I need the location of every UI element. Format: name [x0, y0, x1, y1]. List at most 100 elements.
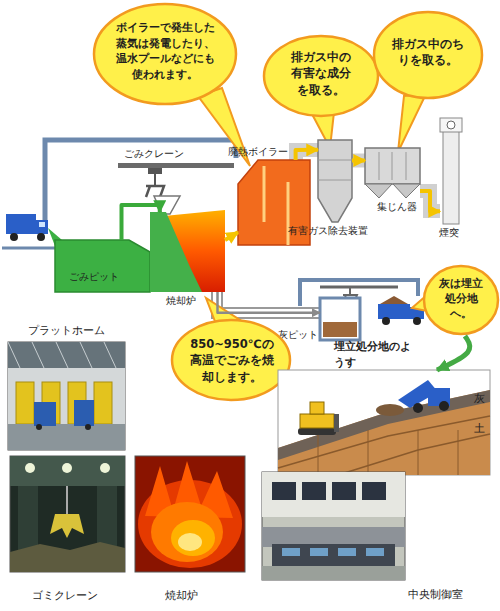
- platform-floor: [2, 247, 55, 250]
- garbage-pit: ごみピット: [55, 240, 150, 292]
- ash-heap: [323, 322, 357, 337]
- photo-caption: 中央制御室: [408, 587, 498, 603]
- roof-truss: [8, 342, 20, 368]
- boiler-baffle: [263, 166, 266, 222]
- photo-bg: [135, 456, 245, 572]
- callout-text: 排ガス中のちりを取る。: [389, 36, 467, 69]
- ash-crane-rail: [320, 286, 398, 289]
- roof-truss: [32, 342, 44, 368]
- pit-garbage: [55, 240, 150, 292]
- ash-conveyor: [217, 292, 320, 313]
- landfill-ground: [278, 390, 490, 475]
- flow-arrow: [218, 292, 321, 313]
- photo-caption: ゴミクレーン: [32, 588, 122, 604]
- console: [272, 544, 395, 566]
- part-label: 灰: [474, 392, 485, 405]
- callout-ellipse: [264, 36, 378, 116]
- flame: [178, 533, 202, 551]
- furnace-photo: 焼却炉: [135, 456, 245, 572]
- console-screen: [338, 548, 356, 556]
- truck-wheel: [10, 233, 18, 241]
- collector-hopper: [365, 184, 392, 198]
- ash-truck-wheel: [382, 317, 390, 325]
- ceiling-light: [100, 463, 110, 473]
- callout-text: 850~950℃の高温でごみを焼却します。: [187, 336, 277, 385]
- platform-photo-shape: [8, 342, 125, 450]
- roof-truss: [104, 342, 116, 368]
- furnace-garbage: [150, 212, 202, 292]
- crane-rail: [118, 163, 234, 168]
- crane-photo: ゴミクレーン: [10, 456, 125, 572]
- bulldozer-cab: [310, 402, 324, 414]
- bulldozer-track: [298, 428, 336, 435]
- brick-line: [418, 430, 419, 475]
- flow-arrow: [296, 150, 318, 160]
- flow-arrow: [352, 159, 365, 163]
- crane-claw: [50, 514, 84, 538]
- ash-truck-wheel: [413, 317, 421, 325]
- truck-window: [39, 222, 45, 227]
- console-screen: [310, 548, 328, 556]
- equipment-label: 煙突: [439, 226, 469, 239]
- equipment-label: 廃熱ボイラー: [228, 145, 308, 158]
- garbage-heap: [10, 542, 125, 572]
- photo-bg: [262, 472, 405, 580]
- chimney-shape: [440, 118, 462, 224]
- roof: [8, 342, 125, 368]
- dust-collector: 集じん器: [365, 148, 420, 198]
- truck: [74, 400, 94, 426]
- dust-collector-shape: [365, 148, 420, 198]
- section-heading: 埋立処分地のようす: [334, 339, 414, 370]
- monitor: [272, 482, 296, 500]
- brick-line: [318, 430, 319, 475]
- ash-truck-body: [378, 304, 410, 319]
- callout-bubble: 排ガス中の有害な成分を取る。: [262, 34, 380, 118]
- equipment-label: 焼却炉: [166, 294, 216, 308]
- flame: [151, 502, 223, 562]
- dump-truck-wheel: [413, 403, 423, 413]
- callout-text: 排ガス中の有害な成分を取る。: [287, 49, 355, 98]
- photo-caption: プラットホーム: [28, 323, 128, 339]
- control-room-photo-shape: [262, 472, 405, 580]
- garbage-pit-shape: [55, 240, 150, 292]
- callout-ellipse: [374, 12, 482, 98]
- flame: [171, 520, 215, 556]
- part-label: 土: [474, 422, 485, 435]
- monitor: [332, 482, 356, 500]
- flue-duct: [420, 191, 440, 211]
- callout-text: 灰は埋立処分地へ。: [437, 276, 485, 321]
- brick-line: [458, 430, 459, 475]
- crane-cable: [154, 174, 156, 186]
- collector-hopper: [393, 184, 420, 198]
- dump-truck-wheel: [439, 401, 449, 411]
- monitor: [302, 482, 326, 500]
- crane-cable: [66, 486, 68, 514]
- wall: [262, 472, 405, 517]
- control-room-photo: 中央制御室: [262, 472, 405, 580]
- wheel: [36, 424, 42, 430]
- callout-tail: [398, 94, 426, 152]
- bulldozer-body: [300, 414, 334, 428]
- chimney-shaft: [443, 128, 459, 224]
- collector-body: [365, 148, 420, 184]
- callout-bubble: 850~950℃の高温でごみを焼却します。: [170, 318, 292, 402]
- landfill-illustration-shape: [278, 370, 490, 475]
- incinerator: 焼却炉: [150, 212, 225, 292]
- flow-arrow: [420, 191, 440, 211]
- filter-line: [406, 152, 407, 180]
- truck-cab: [36, 220, 48, 234]
- hopper: [154, 196, 180, 214]
- monitor: [362, 482, 386, 500]
- part-label: ごみクレーン: [124, 148, 184, 159]
- wheel: [85, 424, 91, 430]
- filter-line: [379, 152, 380, 180]
- callout-bubble: 排ガス中のちりを取る。: [372, 10, 484, 100]
- brick-line: [368, 430, 369, 475]
- dumped-ash: [376, 404, 404, 416]
- equipment-label: 集じん器: [377, 200, 437, 213]
- ash-pit-wall: [320, 298, 360, 340]
- roof-truss: [80, 342, 92, 368]
- console-screen: [282, 548, 300, 556]
- flow-arrow: [437, 336, 470, 370]
